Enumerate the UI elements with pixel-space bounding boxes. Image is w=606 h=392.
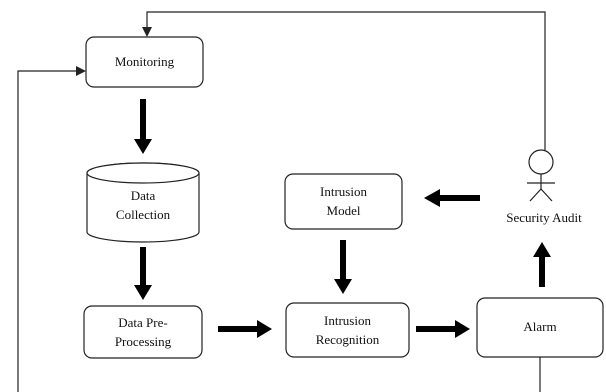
data-collection-label-line1: Data [131,188,156,203]
data-preprocessing-label-line2: Processing [115,334,172,349]
actor-right-leg [540,188,553,202]
data-collection-label-line2: Collection [116,207,171,222]
intrusion-recognition-node: Intrusion Recognition [285,302,410,358]
arrow-left-icon [424,189,480,207]
intrusion-model-node: Intrusion Model [284,173,403,230]
monitoring-label: Monitoring [115,54,175,69]
intrusion-model-label-line2: Model [327,203,361,218]
alarm-label: Alarm [523,319,556,334]
arrow-down-icon [134,247,152,300]
data-collection-node: Data Collection [86,162,200,243]
audit-to-monitoring-connector [142,11,546,150]
actor-head [528,149,554,175]
arrow-down-icon [334,240,352,294]
intrusion-recognition-label-line2: Recognition [316,332,380,347]
data-preprocessing-label-line1: Data Pre- [118,315,167,330]
security-audit-actor: Security Audit [506,149,582,225]
arrowhead-right-icon [76,66,86,76]
arrow-down-icon [134,99,152,154]
arrow-right-icon [218,320,272,338]
arrow-up-icon [533,242,551,287]
data-preprocessing-node: Data Pre- Processing [83,305,203,359]
intrusion-recognition-label-line1: Intrusion [324,313,371,328]
actor-left-leg [529,188,542,202]
alarm-node: Alarm [476,297,604,358]
alarm-to-monitoring-connector [17,66,541,392]
arrow-right-icon [416,320,470,338]
arrowhead-down-icon [142,27,152,37]
intrusion-model-label-line1: Intrusion [320,184,367,199]
security-audit-label: Security Audit [506,210,582,225]
monitoring-node: Monitoring [85,36,204,88]
